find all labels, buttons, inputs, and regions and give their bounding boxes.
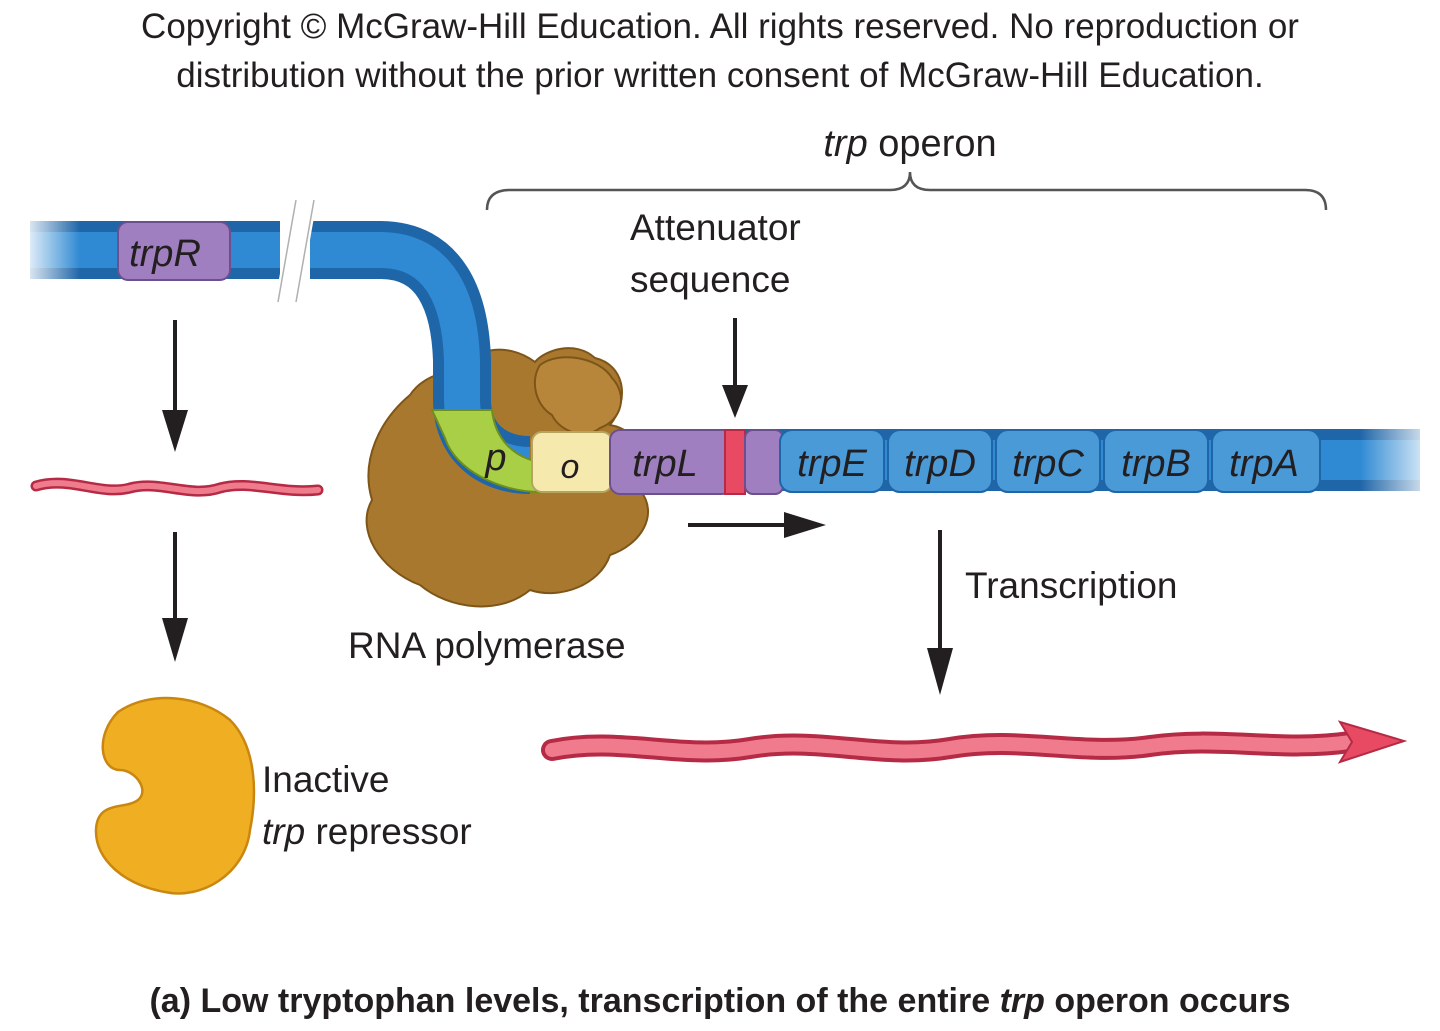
caption-part-1: (a) Low tryptophan levels, transcription…	[149, 982, 1000, 1020]
inactive-trp-repressor	[94, 696, 256, 895]
trpR-arrow-1	[162, 320, 188, 452]
svg-text:trpL: trpL	[632, 443, 697, 485]
gene-trpE: trpE	[779, 429, 885, 493]
transcription-arrow	[927, 530, 953, 695]
svg-text:p: p	[484, 437, 506, 479]
trpR-arrow-2	[162, 532, 188, 662]
gene-operator: o	[531, 431, 613, 493]
caption-part-2: operon occurs	[1044, 982, 1291, 1020]
gene-trpB: trpB	[1103, 429, 1209, 493]
svg-text:o: o	[561, 448, 580, 486]
attenuator-label: Attenuator sequence	[630, 207, 811, 300]
attenuator-arrow	[722, 318, 748, 418]
gene-trpR: trpR	[117, 221, 231, 281]
svg-text:trpD: trpD	[904, 443, 976, 485]
caption-italic: trp	[999, 982, 1045, 1020]
svg-text:trpA: trpA	[1229, 443, 1299, 485]
copyright-line-2: distribution without the prior written c…	[176, 56, 1264, 95]
trp-operon-mrna	[541, 720, 1408, 764]
gene-trpC: trpC	[995, 429, 1101, 493]
svg-text:trpR: trpR	[129, 233, 201, 275]
transcription-label: Transcription	[965, 565, 1177, 606]
rna-polymerase-label: RNA polymerase	[348, 625, 626, 666]
gene-trpA: trpA	[1211, 429, 1321, 493]
inactive-repressor-label: Inactive trp repressor	[262, 759, 472, 852]
figure-caption: (a) Low tryptophan levels, transcription…	[0, 982, 1440, 1021]
svg-text:trpB: trpB	[1121, 443, 1191, 485]
operon-label: trp operon	[823, 123, 996, 165]
copyright-notice: Copyright © McGraw-Hill Education. All r…	[0, 2, 1440, 100]
attenuator-region	[724, 429, 784, 495]
transcription-direction-arrow	[688, 512, 826, 538]
svg-text:trpE: trpE	[797, 443, 867, 485]
svg-text:trpC: trpC	[1012, 443, 1084, 485]
copyright-line-1: Copyright © McGraw-Hill Education. All r…	[141, 7, 1299, 46]
trpR-mrna	[30, 477, 324, 497]
gene-promoter: p	[430, 409, 541, 494]
gene-trpD: trpD	[887, 429, 993, 493]
gene-trpL: trpL	[609, 429, 733, 495]
operon-bracket	[485, 171, 1328, 211]
